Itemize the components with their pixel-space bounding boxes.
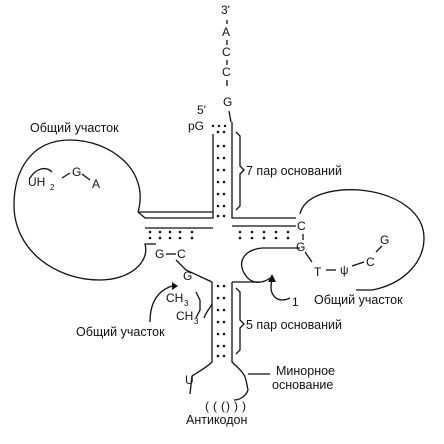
- d-loop-base-uh-sub: 2: [50, 183, 55, 192]
- anticodon-mark-5: ): [234, 399, 238, 413]
- anticodon-pair-dots: [216, 284, 226, 358]
- acceptor-pair-dots: [216, 130, 226, 218]
- d-stem-base-c: C: [177, 247, 186, 261]
- modified-base-ch3-a: CH: [166, 291, 183, 305]
- modified-base-ch3-a-sub: 3: [184, 299, 189, 308]
- d-loop-base-g: G: [72, 165, 81, 179]
- ch3-link: [203, 303, 213, 319]
- d-loop-link-g: [61, 172, 71, 179]
- d-loop-base-a: A: [92, 177, 100, 191]
- t-loop-links: [302, 234, 383, 271]
- t-loop-base-c-top: C: [297, 219, 306, 233]
- bottom-left-label: Общий участок: [76, 325, 165, 339]
- d-loop-link-a: [81, 173, 91, 181]
- minor-base-label-line1: Минорное: [276, 364, 335, 378]
- t-loop-base-g-left: G: [296, 240, 305, 254]
- end-3-label: 3': [221, 3, 230, 17]
- acceptor-strand-right: [231, 122, 296, 219]
- anticodon-base-u: U: [185, 373, 194, 387]
- anticodon-loop-left: [189, 375, 193, 395]
- ch3-bracket: [195, 291, 201, 319]
- d-loop-label: Общий участок: [30, 121, 119, 135]
- arrow-bottom-left: [149, 285, 173, 323]
- marker-1-label: 1: [292, 295, 299, 309]
- acceptor-strand-left: [137, 134, 214, 219]
- acceptor-bracket: [235, 131, 245, 211]
- modified-base-g: G: [183, 269, 192, 283]
- modified-base-ch3-b-sub: 3: [194, 317, 199, 326]
- anticodon-strand-left: [191, 282, 213, 377]
- d-stem-pair-dots: [148, 230, 194, 240]
- acceptor-base-a: A: [222, 25, 230, 39]
- anticodon-pairs-label: 5 пар оснований: [246, 318, 342, 332]
- anticodon-marks: ( ( ( ) ) ): [205, 399, 246, 413]
- t-loop-label: Общий участок: [314, 293, 403, 307]
- anticodon-bracket: [235, 287, 245, 355]
- minor-base-label-line2: основание: [272, 378, 333, 392]
- t-loop-outline: [299, 189, 425, 291]
- anticodon-loop-right: [233, 379, 249, 401]
- d-loop-arc-uh: [29, 167, 53, 179]
- modified-base-ch3-b: CH: [176, 309, 193, 323]
- anticodon-mark-3: (: [221, 399, 225, 413]
- d-loop-base-uh: UH: [28, 175, 45, 189]
- five-prime-dots: [211, 124, 227, 128]
- t-loop-base-psi: ψ: [340, 263, 349, 277]
- arrow-marker-1-head: [268, 274, 276, 282]
- modified-base-link: [175, 259, 213, 283]
- t-loop-base-c-right: C: [366, 255, 375, 269]
- t-loop-base-t: T: [314, 265, 322, 279]
- acceptor-base-g: G: [223, 95, 232, 109]
- acceptor-pairs-label: 7 пар оснований: [246, 164, 342, 178]
- t-stem-bend: [241, 247, 271, 283]
- arrow-bottom-left-head: [172, 282, 178, 290]
- arrow-marker-1: [270, 279, 291, 301]
- d-stem-base-g: G: [155, 247, 164, 261]
- anticodon-mark-6: ): [242, 399, 246, 413]
- anticodon-mark-4: ): [226, 399, 230, 413]
- d-loop-outline: [13, 139, 150, 281]
- anticodon-mark-2: (: [213, 399, 217, 413]
- acceptor-base-c2: C: [222, 65, 231, 79]
- anticodon-strand-right: [231, 282, 247, 381]
- anticodon-mark-1: (: [205, 399, 209, 413]
- acceptor-tail-links: [226, 20, 232, 123]
- acceptor-base-c1: C: [222, 45, 231, 59]
- anticodon-label: Антикодон: [186, 413, 247, 427]
- t-stem-pair-dots: [238, 230, 290, 240]
- t-loop-base-g-right: G: [380, 233, 389, 247]
- five-prime-group: pG: [188, 119, 204, 133]
- end-5-label: 5': [197, 103, 206, 117]
